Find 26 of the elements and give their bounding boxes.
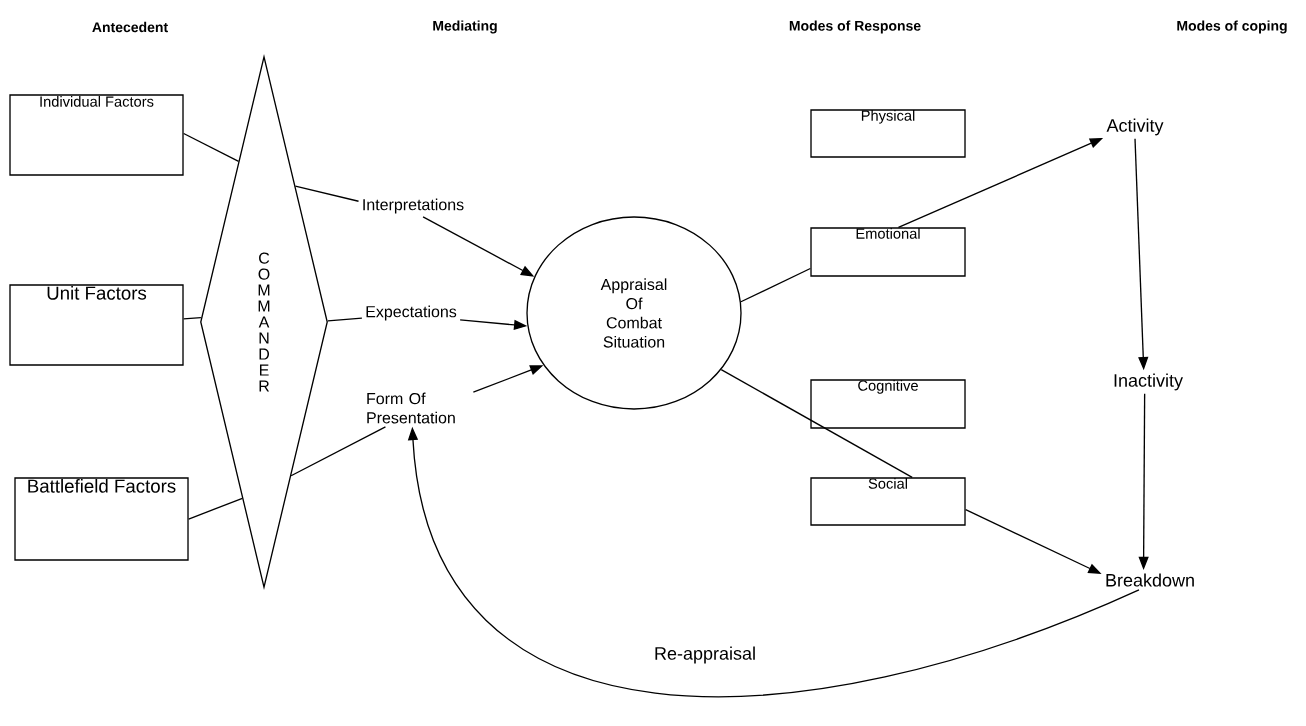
flow-text: Activity xyxy=(1106,118,1164,136)
column-heading: Modes of coping xyxy=(1177,20,1287,34)
flow-text: Interpretations xyxy=(363,198,464,214)
factor-box: Battlefield Factors xyxy=(14,477,189,561)
flow-text: Breakdown xyxy=(1106,573,1194,587)
flow-text: Inactivity xyxy=(1114,373,1183,391)
response-box: Social xyxy=(810,477,966,526)
connector-line xyxy=(183,132,240,163)
connector-line xyxy=(740,267,811,303)
connector-line xyxy=(188,497,243,520)
column-heading: Antecedent xyxy=(92,21,168,33)
connector-line xyxy=(327,317,363,322)
edge-label: Re-appraisal xyxy=(651,643,759,667)
factor-box: Unit Factors xyxy=(9,284,184,366)
connector-line xyxy=(720,369,913,478)
factor-box: Individual Factors xyxy=(9,94,184,176)
column-heading: Modes of Response xyxy=(789,20,921,34)
flow-text: Expectations xyxy=(366,305,457,321)
connector-line xyxy=(183,316,202,320)
response-box: Cognitive xyxy=(810,379,966,429)
connector-line xyxy=(294,185,360,202)
connector-line xyxy=(290,426,387,477)
response-box: Emotional xyxy=(810,227,966,277)
response-box: Physical xyxy=(810,109,966,158)
column-heading: Mediating xyxy=(433,20,497,34)
flow-text: Form Of Presentation xyxy=(367,392,455,424)
